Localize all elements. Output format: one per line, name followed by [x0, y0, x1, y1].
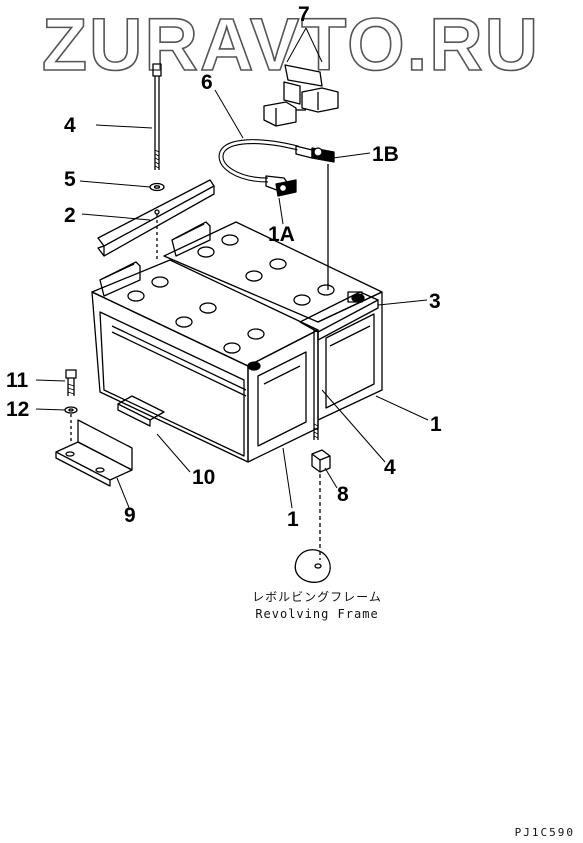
callout-12: 12	[6, 398, 30, 421]
drawing-code: PJ1C590	[514, 826, 575, 839]
j-bolt-part-4-lower	[313, 330, 319, 440]
watermark-text: ZURAVTO.RU	[42, 3, 540, 86]
callout-4-top: 4	[64, 114, 76, 137]
washer-part-5	[149, 182, 165, 192]
callout-1-bottom: 1	[287, 508, 299, 531]
battery-left-part-1	[91, 259, 319, 463]
battery-cable-part-6	[218, 139, 313, 193]
washer-part-12	[64, 406, 78, 442]
bracket-part-9	[55, 419, 133, 487]
revolving-frame-mount	[294, 549, 331, 583]
callout-10: 10	[192, 466, 216, 489]
callout-2: 2	[64, 204, 76, 227]
watermark: ZURAVTO.RU	[41, 2, 540, 86]
frame-caption-english: Revolving Frame	[255, 607, 379, 621]
hold-down-bar-part-2	[97, 179, 215, 262]
callout-1A: 1A	[268, 223, 295, 246]
battery-right-part-1	[163, 221, 383, 421]
terminal-clamp-1B	[311, 147, 335, 290]
frame-caption-japanese: レボルビングフレーム	[252, 590, 382, 604]
callout-9: 9	[124, 504, 136, 527]
terminal-clamp-1A	[275, 179, 297, 197]
callout-11: 11	[6, 369, 29, 392]
bolt-part-11	[65, 369, 77, 396]
terminal-cover-part-7	[263, 64, 339, 127]
callout-3: 3	[429, 290, 441, 313]
callout-1B: 1B	[372, 143, 399, 166]
insulator-plate-part-10	[117, 395, 165, 427]
callout-4-bottom: 4	[384, 456, 396, 479]
nut-part-8	[311, 449, 331, 560]
j-bolt-part-4	[152, 63, 162, 170]
leader-lines	[35, 27, 429, 511]
callout-8: 8	[337, 483, 349, 506]
callout-6: 6	[201, 71, 213, 94]
callout-5: 5	[64, 168, 76, 191]
callout-7: 7	[298, 3, 310, 26]
callout-1-right: 1	[430, 413, 442, 436]
